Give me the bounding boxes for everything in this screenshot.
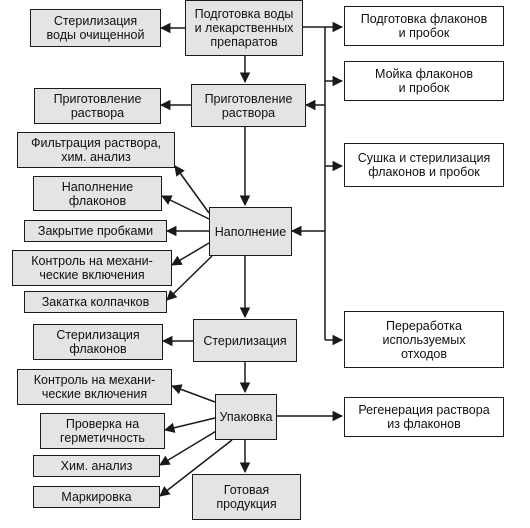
right-regeneration-box: Регенерация раствора из флаконов [344,397,504,437]
main-packing-box: Упаковка [215,394,277,440]
right-wash-vials-box: Мойка флаконов и пробок [344,61,504,101]
right-prep-vials-box: Подготовка флаконов и пробок [344,6,504,46]
left-seal-check-label: Проверка на герметичность [60,417,145,445]
left-stoppering-box: Закрытие пробками [24,220,167,242]
right-prep-vials-label: Подготовка флаконов и пробок [360,12,488,40]
right-waste-label: Переработка используемых отходов [382,318,466,361]
main-prep-solution-label: Приготовление раствора [204,91,293,120]
arrow-to-filtration [174,165,210,214]
left-steril-water-label: Стерилизация воды очищенной [46,14,145,42]
right-dry-vials-box: Сушка и стерилизация флаконов и пробок [344,143,504,187]
arrow-to-seal-check [163,417,216,433]
left-labeling-box: Маркировка [33,486,160,508]
left-fill-vials-label: Наполнение флаконов [61,179,134,208]
main-finished-box: Готовая продукция [192,474,301,520]
main-finished-label: Готовая продукция [216,483,277,511]
main-sterilization-label: Стерилизация [203,333,287,348]
left-capping-box: Закатка колпачков [24,291,167,313]
left-steril-vials-label: Стерилизация флаконов [56,328,140,356]
left-control-2-box: Контроль на механи- ческие включения [17,369,172,405]
main-prep-water-box: Подготовка воды и лекарственных препарат… [185,0,303,56]
main-prep-solution-box: Приготовление раствора [191,84,306,127]
right-regeneration-label: Регенерация раствора из флаконов [358,403,490,431]
right-dry-vials-label: Сушка и стерилизация флаконов и пробок [357,151,491,179]
main-prep-water-label: Подготовка воды и лекарственных препарат… [194,7,294,49]
left-prep-solution-box: Приготовление раствора [34,88,161,124]
arrow-to-control-2 [171,384,216,403]
arrow-to-labeling [159,439,233,497]
left-chem-analysis-box: Хим. анализ [33,455,160,477]
left-steril-vials-box: Стерилизация флаконов [33,324,163,360]
main-filling-label: Наполнение [214,224,287,239]
arrow-to-chem-analysis [159,429,219,466]
arrow-to-control-1 [171,242,210,266]
left-seal-check-box: Проверка на герметичность [40,413,165,449]
left-fill-vials-box: Наполнение флаконов [33,176,162,211]
arrow-to-fill-vials [161,195,210,220]
left-capping-label: Закатка колпачков [41,295,150,309]
left-stoppering-label: Закрытие пробками [37,224,154,238]
right-waste-box: Переработка используемых отходов [344,311,504,368]
left-filtration-label: Фильтрация раствора, хим. анализ [30,136,162,164]
left-filtration-box: Фильтрация раствора, хим. анализ [17,132,175,168]
left-chem-analysis-label: Хим. анализ [60,459,133,473]
left-prep-solution-label: Приготовление раствора [53,92,142,120]
main-filling-box: Наполнение [209,207,292,256]
left-steril-water-box: Стерилизация воды очищенной [30,9,161,47]
main-sterilization-box: Стерилизация [193,319,297,362]
arrow-to-capping [166,255,213,301]
main-packing-label: Упаковка [219,410,273,424]
right-wash-vials-label: Мойка флаконов и пробок [375,67,473,95]
left-labeling-label: Маркировка [61,490,132,504]
left-control-2-label: Контроль на механи- ческие включения [33,373,156,401]
left-control-1-box: Контроль на механи- ческие включения [12,250,172,286]
left-control-1-label: Контроль на механи- ческие включения [31,254,153,282]
